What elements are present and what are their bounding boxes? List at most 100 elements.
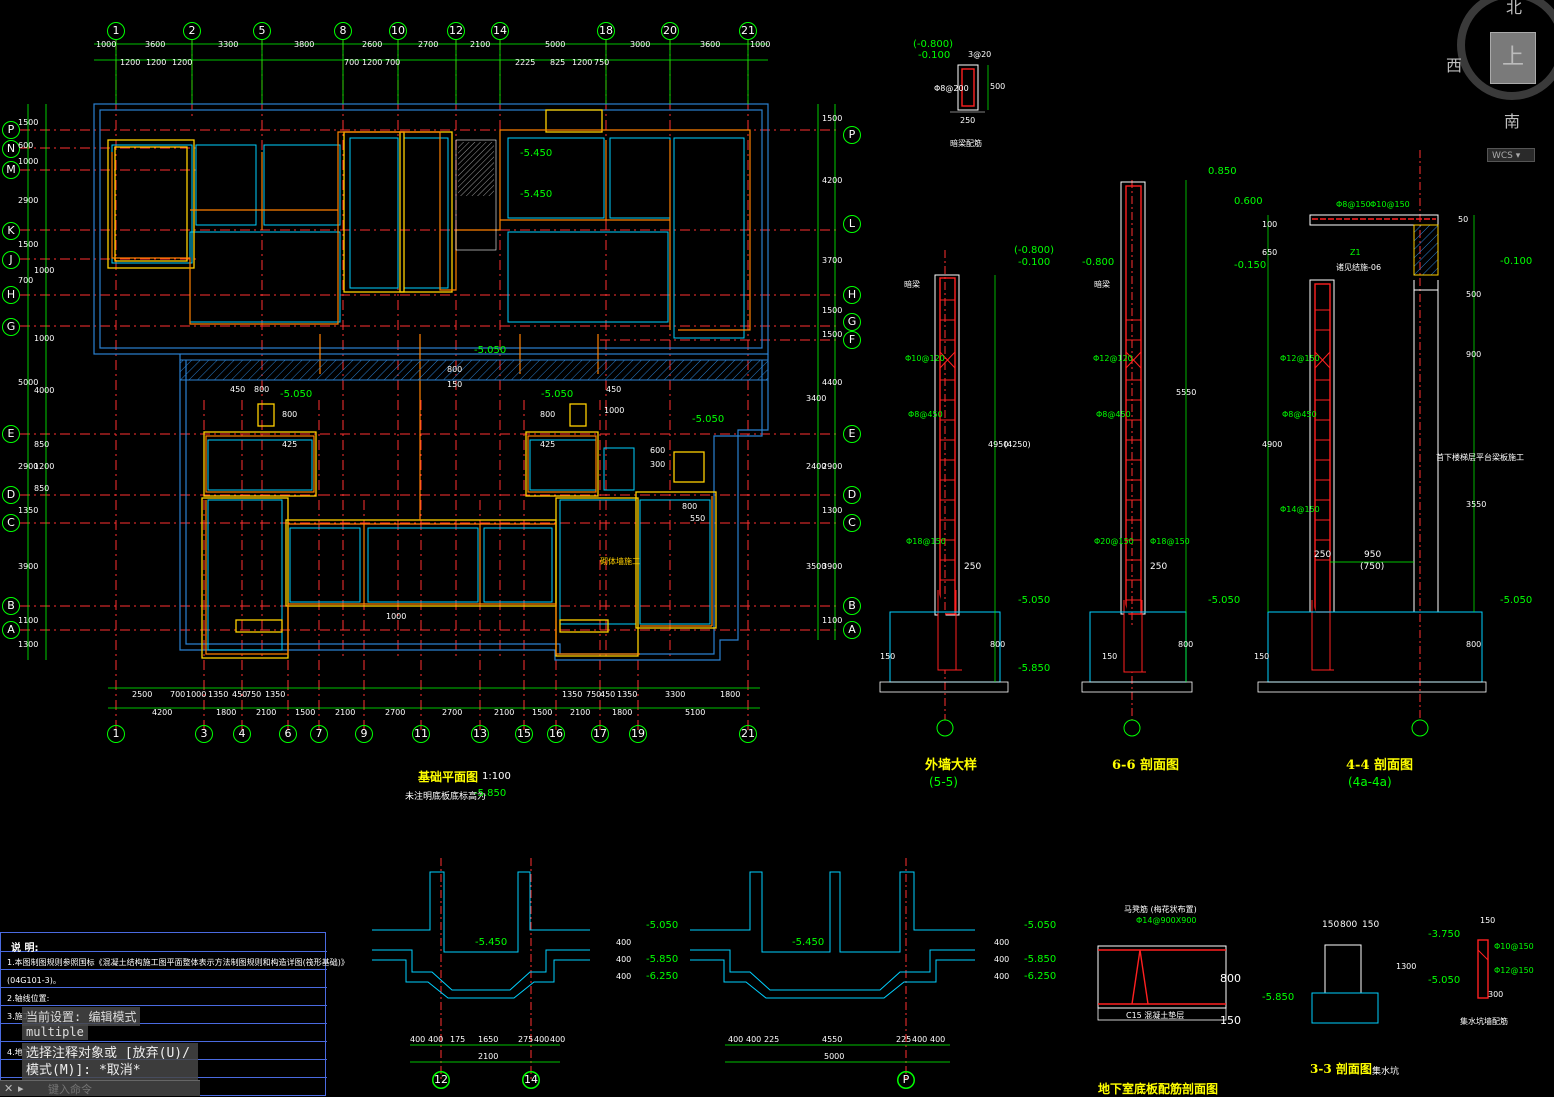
dim-text: 4550 <box>822 1035 843 1044</box>
dim-text: 2225 <box>515 58 536 67</box>
dim-text: 800 <box>1340 920 1358 930</box>
dim-text: 150 <box>880 652 896 661</box>
dim-text: 4000 <box>34 386 55 395</box>
dim-text: 750 <box>586 690 602 699</box>
dim-text: 1100 <box>822 616 843 625</box>
dim-text: 400 <box>746 1035 762 1044</box>
axis-bubble: H <box>843 286 861 304</box>
dim-text: 3300 <box>665 690 686 699</box>
axis-bubble: L <box>843 215 861 233</box>
axis-bubble: P <box>2 121 20 139</box>
command-prompt-message: 选择注释对象或 [放弃(U)/模式(M)]: *取消* <box>22 1043 198 1081</box>
compass-west-label[interactable]: 西 <box>1446 56 1463 75</box>
viewcube-compass-ring[interactable] <box>1457 0 1554 100</box>
axis-bubble: 18 <box>597 22 615 40</box>
dim-text: 225 <box>896 1035 912 1044</box>
rebar-label: Φ14@900X900 <box>1136 916 1197 925</box>
elevation-mark: -5.450 <box>520 148 553 159</box>
elevation-mark: -5.450 <box>475 937 508 948</box>
axis-bubble: B <box>843 597 861 615</box>
dim-text: 1000 <box>750 40 771 49</box>
notes-line: 1.本图制图规则参照国标《混凝土结构施工图平面整体表示方法制图规则和构造详图(筏… <box>7 958 349 967</box>
dim-text: 500 <box>990 82 1006 91</box>
dim-text: 550 <box>690 514 706 523</box>
axis-bubble: D <box>843 486 861 504</box>
rebar-label: Φ10@120 <box>905 354 945 363</box>
dim-text: 1200 <box>172 58 193 67</box>
rebar-label: Φ10@150 <box>1494 942 1534 951</box>
dim-text: 1300 <box>822 506 843 515</box>
dim-text: 850 <box>34 484 50 493</box>
dim-text: 3800 <box>294 40 315 49</box>
dim-text: 400 <box>616 972 632 981</box>
wcs-menu[interactable]: WCS ▾ <box>1487 148 1535 162</box>
axis-bubble: G <box>843 313 861 331</box>
elevation-mark: -3.750 <box>1428 929 1461 940</box>
dim-text: 800 <box>447 365 463 374</box>
section-5-5-sub: (5-5) <box>929 775 958 789</box>
label-text: C15 混凝土垫层 <box>1126 1011 1185 1020</box>
viewcube-top-face[interactable]: 上 <box>1490 32 1536 84</box>
dim-text: 4200 <box>152 708 173 717</box>
section-4-4-sub: (4a-4a) <box>1348 775 1392 789</box>
dim-text: 225 <box>764 1035 780 1044</box>
compass-south-label[interactable]: 南 <box>1504 112 1521 131</box>
dim-text: 1500 <box>18 118 39 127</box>
section-3-3-drawing <box>1311 939 1489 1024</box>
elevation-mark: -5.850 <box>1262 992 1295 1003</box>
dim-text: 800 <box>682 502 698 511</box>
slab-section-title: 地下室底板配筋剖面图 <box>1098 1082 1219 1096</box>
plan-scale: 1:100 <box>482 771 511 782</box>
label-text: 马凳筋 (梅花状布置) <box>1124 905 1197 914</box>
dim-text: 800 <box>282 410 298 419</box>
dim-text: (750) <box>1360 562 1385 572</box>
dim-text: 3400 <box>806 394 827 403</box>
dim-text: 1200 <box>120 58 141 67</box>
elevation-mark: -5.050 <box>646 920 679 931</box>
dim-text: 1000 <box>34 334 55 343</box>
rebar-label: Φ10@150 <box>1370 200 1410 209</box>
dim-text: 3300 <box>218 40 239 49</box>
dim-text: 2100 <box>570 708 591 717</box>
axis-bubble: A <box>843 621 861 639</box>
axis-bubble: 4 <box>233 725 251 743</box>
axis-bubble: 20 <box>661 22 679 40</box>
elevation-mark: (-0.800) <box>913 39 954 50</box>
compass-north-label[interactable]: 北 <box>1506 0 1523 17</box>
close-icon[interactable]: ✕ <box>4 1082 14 1095</box>
dim-text: 425 <box>540 440 556 449</box>
elevation-mark: -5.450 <box>520 189 553 200</box>
dim-text: 3600 <box>145 40 166 49</box>
axis-bubble: 7 <box>310 725 328 743</box>
axis-bubble: 12 <box>432 1071 450 1089</box>
notes-heading: 说 明: <box>11 943 39 954</box>
axis-bubble: 19 <box>629 725 647 743</box>
viewcube[interactable]: 北 西 南 上 <box>1446 0 1554 131</box>
dim-text: 400 <box>994 972 1010 981</box>
chevron-down-icon: ▾ <box>1515 151 1521 161</box>
section-3-3-sub: 集水坑 <box>1372 1067 1400 1077</box>
axis-bubble: F <box>843 331 861 349</box>
dim-text: 600 <box>650 446 666 455</box>
section-6-6-title: 6-6 剖面图 <box>1112 758 1180 773</box>
dim-text: 1000 <box>34 266 55 275</box>
axis-bubble: D <box>2 486 20 504</box>
label-text: 首下楼梯层平台梁板施工 <box>1436 453 1524 462</box>
rebar-label: Φ20@150 <box>1094 537 1134 546</box>
elevation-mark: -0.100 <box>918 50 951 61</box>
command-input[interactable] <box>46 1082 200 1097</box>
elevation-mark: -0.150 <box>1234 260 1267 271</box>
axis-bubble: N <box>2 140 20 158</box>
axis-bubble: C <box>2 514 20 532</box>
dim-text: 600 <box>18 141 34 150</box>
axis-bubble: 10 <box>389 22 407 40</box>
command-history-line: 当前设置: 编辑模式 <box>22 1007 141 1026</box>
dim-text: 1500 <box>822 330 843 339</box>
rebar-label: Φ12@150 <box>1280 354 1320 363</box>
dim-text: 1500 <box>822 306 843 315</box>
axis-bubble: 16 <box>547 725 565 743</box>
dim-text: 1300 <box>18 640 39 649</box>
command-history-dropdown-icon[interactable]: ▸ <box>18 1082 24 1095</box>
dim-text: 1350 <box>18 506 39 515</box>
